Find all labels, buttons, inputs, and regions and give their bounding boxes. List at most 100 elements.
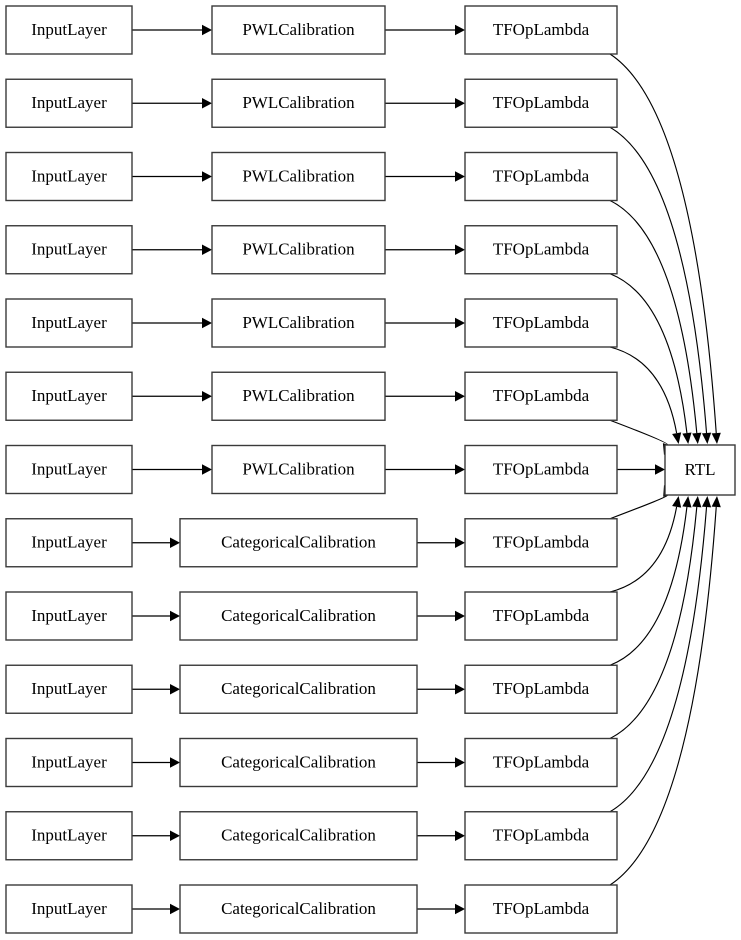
edge-calibration-to-op-4 [385, 244, 465, 255]
node-input-layer-5[interactable]: InputLayer [5, 298, 133, 348]
node-input-layer-3[interactable]: InputLayer [5, 151, 133, 202]
node-tf-op-lambda-12[interactable]: TFOpLambda [464, 811, 618, 861]
node-rtl-output[interactable]: RTL [664, 444, 736, 496]
node-pwl-calibration-5-label: PWLCalibration [242, 313, 355, 332]
node-tf-op-lambda-3-label: TFOpLambda [493, 166, 590, 185]
node-tf-op-lambda-7[interactable]: TFOpLambda [464, 444, 618, 495]
node-input-layer-2[interactable]: InputLayer [5, 78, 133, 128]
node-input-layer-5-label: InputLayer [31, 313, 107, 332]
node-categorical-calibration-10[interactable]: CategoricalCalibration [179, 664, 418, 714]
node-tf-op-lambda-1-label: TFOpLambda [493, 20, 590, 39]
node-tf-op-lambda-3[interactable]: TFOpLambda [464, 151, 618, 202]
edge-calibration-to-op-12 [417, 830, 465, 841]
node-categorical-calibration-10-label: CategoricalCalibration [221, 679, 376, 698]
edge-input-to-calibration-10 [132, 684, 180, 695]
edge-input-to-calibration-4 [132, 244, 212, 255]
edge-calibration-to-op-1 [385, 24, 465, 36]
node-tf-op-lambda-12-label: TFOpLambda [493, 826, 590, 845]
edge-input-to-calibration-8 [132, 537, 180, 548]
node-pwl-calibration-2-label: PWLCalibration [242, 93, 355, 112]
node-pwl-calibration-5[interactable]: PWLCalibration [211, 298, 386, 348]
node-pwl-calibration-3[interactable]: PWLCalibration [211, 151, 386, 202]
edge-input-to-calibration-11 [132, 757, 180, 768]
node-categorical-calibration-11[interactable]: CategoricalCalibration [179, 737, 418, 788]
node-input-layer-12-label: InputLayer [31, 826, 107, 845]
node-input-layer-4-label: InputLayer [31, 240, 107, 259]
node-input-layer-13[interactable]: InputLayer [5, 884, 133, 934]
node-categorical-calibration-9[interactable]: CategoricalCalibration [179, 591, 418, 641]
edge-calibration-to-op-6 [385, 391, 465, 402]
edge-input-to-calibration-9 [132, 610, 180, 622]
node-input-layer-11[interactable]: InputLayer [5, 737, 133, 788]
node-pwl-calibration-4-label: PWLCalibration [242, 240, 355, 259]
node-input-layer-2-label: InputLayer [31, 93, 107, 112]
node-pwl-calibration-7[interactable]: PWLCalibration [211, 444, 386, 495]
node-pwl-calibration-3-label: PWLCalibration [242, 166, 355, 185]
edge-op-to-rtl-8 [609, 485, 672, 520]
node-categorical-calibration-8[interactable]: CategoricalCalibration [179, 518, 418, 568]
node-categorical-calibration-9-label: CategoricalCalibration [221, 606, 376, 625]
edge-input-to-calibration-7 [132, 464, 212, 475]
edge-calibration-to-op-11 [417, 757, 465, 768]
edge-calibration-to-op-13 [417, 903, 465, 915]
edge-op-to-rtl-13 [609, 496, 721, 886]
node-input-layer-4[interactable]: InputLayer [5, 225, 133, 275]
node-pwl-calibration-2[interactable]: PWLCalibration [211, 78, 386, 128]
node-tf-op-lambda-2-label: TFOpLambda [493, 93, 590, 112]
edge-op-to-rtl-12 [609, 496, 712, 813]
node-rtl-output-label: RTL [684, 460, 715, 479]
node-tf-op-lambda-6[interactable]: TFOpLambda [464, 371, 618, 421]
edge-op-to-rtl-5 [609, 346, 682, 444]
edge-input-to-calibration-13 [132, 903, 180, 915]
node-tf-op-lambda-10[interactable]: TFOpLambda [464, 664, 618, 714]
node-pwl-calibration-4[interactable]: PWLCalibration [211, 225, 386, 275]
node-tf-op-lambda-11[interactable]: TFOpLambda [464, 737, 618, 788]
node-pwl-calibration-6[interactable]: PWLCalibration [211, 371, 386, 421]
edge-op-to-rtl-3 [609, 199, 702, 444]
node-categorical-calibration-13[interactable]: CategoricalCalibration [179, 884, 418, 934]
node-pwl-calibration-1[interactable]: PWLCalibration [211, 5, 386, 55]
node-input-layer-6-label: InputLayer [31, 386, 107, 405]
node-input-layer-9[interactable]: InputLayer [5, 591, 133, 641]
node-input-layer-9-label: InputLayer [31, 606, 107, 625]
node-tf-op-lambda-9[interactable]: TFOpLambda [464, 591, 618, 641]
edge-op-to-rtl-11 [609, 496, 702, 740]
node-tf-op-lambda-9-label: TFOpLambda [493, 606, 590, 625]
node-categorical-calibration-12-label: CategoricalCalibration [221, 826, 376, 845]
node-tf-op-lambda-2[interactable]: TFOpLambda [464, 78, 618, 128]
node-input-layer-1-label: InputLayer [31, 20, 107, 39]
node-categorical-calibration-12[interactable]: CategoricalCalibration [179, 811, 418, 861]
edge-calibration-to-op-8 [417, 537, 465, 548]
node-input-layer-10[interactable]: InputLayer [5, 664, 133, 714]
node-tf-op-lambda-4[interactable]: TFOpLambda [464, 225, 618, 275]
node-pwl-calibration-6-label: PWLCalibration [242, 386, 355, 405]
node-tf-op-lambda-1[interactable]: TFOpLambda [464, 5, 618, 55]
edge-calibration-to-op-9 [417, 610, 465, 622]
node-input-layer-8-label: InputLayer [31, 533, 107, 552]
edge-calibration-to-op-5 [385, 317, 465, 329]
edge-op-to-rtl-1 [609, 53, 721, 444]
edge-calibration-to-op-10 [417, 684, 465, 695]
node-tf-op-lambda-10-label: TFOpLambda [493, 679, 590, 698]
edge-input-to-calibration-12 [132, 830, 180, 841]
node-tf-op-lambda-6-label: TFOpLambda [493, 386, 590, 405]
node-input-layer-11-label: InputLayer [31, 752, 107, 771]
node-tf-op-lambda-8-label: TFOpLambda [493, 533, 590, 552]
node-input-layer-6[interactable]: InputLayer [5, 371, 133, 421]
edge-op-to-rtl-2 [609, 126, 712, 444]
edges-layer [132, 24, 721, 915]
node-input-layer-7[interactable]: InputLayer [5, 444, 133, 495]
node-tf-op-lambda-8[interactable]: TFOpLambda [464, 518, 618, 568]
node-tf-op-lambda-4-label: TFOpLambda [493, 240, 590, 259]
edge-input-to-calibration-3 [132, 171, 212, 182]
node-input-layer-8[interactable]: InputLayer [5, 518, 133, 568]
node-categorical-calibration-13-label: CategoricalCalibration [221, 899, 376, 918]
node-tf-op-lambda-13[interactable]: TFOpLambda [464, 884, 618, 934]
node-input-layer-1[interactable]: InputLayer [5, 5, 133, 55]
edge-input-to-calibration-5 [132, 317, 212, 329]
node-tf-op-lambda-5[interactable]: TFOpLambda [464, 298, 618, 348]
edge-input-to-calibration-6 [132, 391, 212, 402]
node-input-layer-12[interactable]: InputLayer [5, 811, 133, 861]
